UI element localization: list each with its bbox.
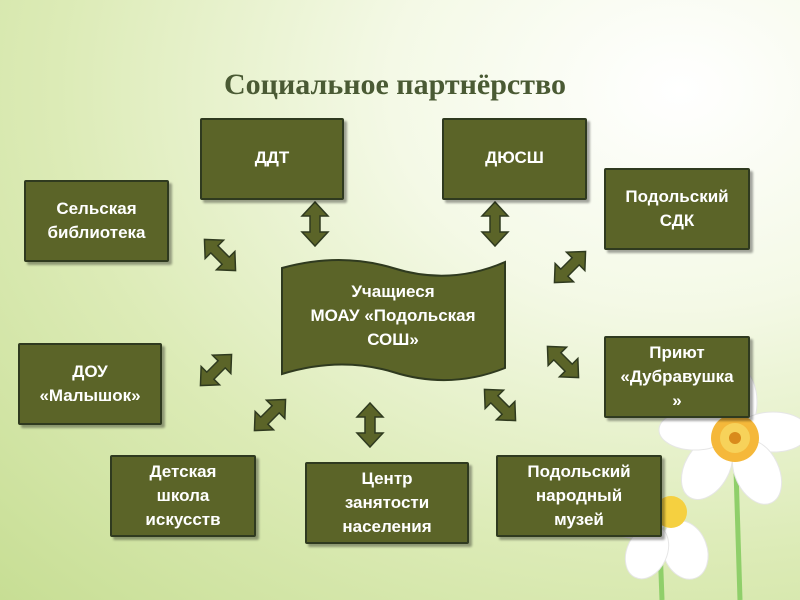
node-dou: ДОУ «Малышок» bbox=[18, 343, 162, 425]
arrow-dou bbox=[190, 344, 242, 396]
arrow-library bbox=[194, 229, 246, 281]
center-node-students: Учащиеся МОАУ «Подольская СОШ» bbox=[310, 282, 476, 349]
arrow-dyush bbox=[481, 201, 509, 247]
arrow-priyut bbox=[537, 336, 589, 388]
node-ddt: ДДТ bbox=[200, 118, 344, 200]
node-art-school: Детская школа искусств bbox=[110, 455, 256, 537]
node-employment-center: Центр занятости населения bbox=[305, 462, 469, 544]
node-sdk: Подольский СДК bbox=[604, 168, 750, 250]
arrow-sdk bbox=[544, 241, 596, 293]
arrow-museum bbox=[474, 379, 526, 431]
node-priyut: Приют «Дубравушка » bbox=[604, 336, 750, 418]
node-museum: Подольский народный музей bbox=[496, 455, 662, 537]
arrow-art-school bbox=[244, 389, 296, 441]
node-library: Сельская библиотека bbox=[24, 180, 169, 262]
node-dyush: ДЮСШ bbox=[442, 118, 587, 200]
page-title: Социальное партнёрство bbox=[224, 68, 566, 101]
center-scroll-shape bbox=[281, 259, 506, 382]
arrow-ddt bbox=[301, 201, 329, 247]
arrow-employment bbox=[356, 402, 384, 448]
